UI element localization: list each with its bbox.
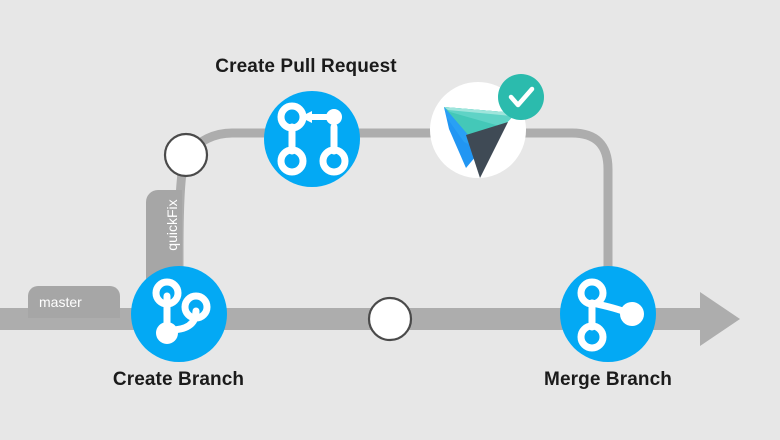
node-merge-branch[interactable] — [560, 266, 656, 362]
branch-tag-quickfix — [146, 190, 182, 290]
node-create-pull-request[interactable] — [264, 91, 360, 187]
branch-tag-master-label: master — [39, 294, 82, 310]
branch-tag-master — [28, 286, 120, 318]
git-merge-icon — [577, 278, 644, 352]
branch-tag-quickfix-label: quickFix — [164, 199, 180, 251]
git-pull-request-icon — [277, 102, 349, 176]
label-merge-branch: Merge Branch — [544, 369, 672, 390]
quickfix-branch-path — [174, 128, 613, 295]
commit-node-master-mid[interactable] — [367, 296, 413, 342]
node-create-branch[interactable] — [131, 266, 227, 362]
check-circle-icon — [498, 74, 544, 120]
node-build-status[interactable] — [430, 74, 544, 178]
app-logo — [444, 107, 516, 178]
git-branch-icon — [152, 278, 211, 344]
label-create-pull-request: Create Pull Request — [215, 56, 397, 77]
commit-node-branch-point[interactable] — [163, 132, 209, 178]
label-create-branch: Create Branch — [112, 369, 245, 390]
